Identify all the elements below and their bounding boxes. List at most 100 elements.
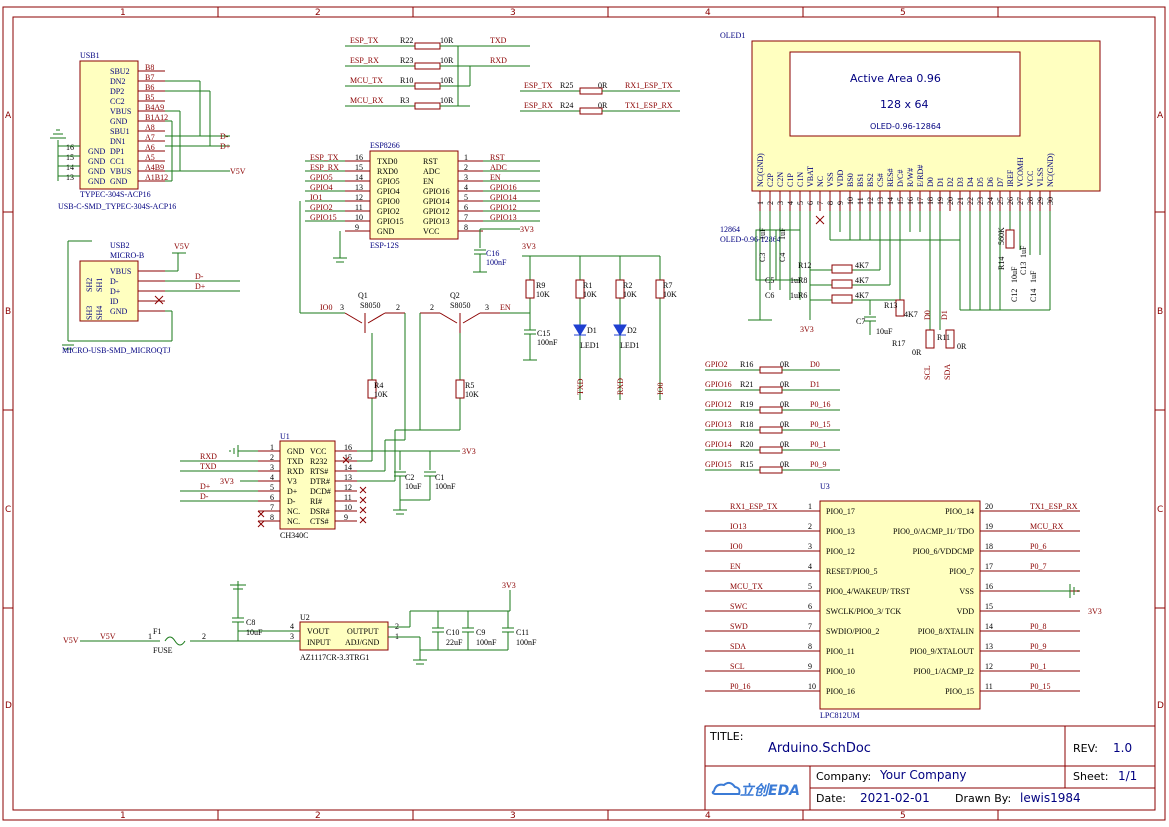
oled-net-d1: D1 [940,310,949,320]
no-connect-mark [359,516,367,524]
esp-pin-left-label: GPIO15 [377,217,404,226]
lpc-pin-right-label: PIO0_9/XTALOUT [910,647,974,656]
oled-pin-label: D7 [996,177,1005,187]
oled-part-val: 0R [957,342,967,351]
lpc-net-right: P0_1 [1030,662,1046,671]
oled-part-val: 1uF [1019,245,1028,258]
f1-val: FUSE [153,646,173,655]
oled-pin-number: 20 [946,197,955,205]
led-resistor [615,279,625,299]
esp-pin-left-number: 9 [355,223,359,232]
usb2-sh3: SH3 [85,306,94,320]
rbank-net-right: TXD [490,36,507,45]
oled-pin-number: 10 [846,197,855,205]
ch340-pin-left-number: 4 [270,473,274,482]
lpc-pin-right-label: PIO0_7 [949,567,974,576]
esplink-val: 0R [598,101,608,110]
ch340-pin-right-label: R232 [310,457,327,466]
rbank-net-left: MCU_TX [350,76,383,85]
oled-part-ref: C14 [1029,289,1038,302]
oled-pin-number: 7 [816,201,825,205]
lpc-pin-right-number: 19 [985,522,993,531]
esp-net-left: GPIO5 [310,173,333,182]
r9-val: 10K [536,290,550,299]
c15-ref: C15 [537,329,550,338]
lpc-net-left: MCU_TX [730,582,763,591]
esp-pin-left-number: 15 [355,163,363,172]
oled-pin-number: 28 [1026,197,1035,205]
usb1-pin-number: B5 [145,93,154,102]
q2-ref: Q2 [450,291,460,300]
c16-val: 100nF [486,258,507,267]
ch340-pin-left-label: TXD [287,457,304,466]
lpc-pin-right-label: VDD [957,607,975,616]
zone-top-5: 5 [900,8,906,18]
f1-pin1: 1 [148,632,152,641]
esp-pin-right-label: GPIO14 [423,197,450,206]
oled-pin-number: 27 [1016,197,1025,205]
usb1-gnd-label: GND [88,147,106,156]
gpio-net: GPIO16 [705,380,732,389]
ch340-pin-right-number: 9 [344,513,348,522]
gpio-resistor [759,406,783,414]
zone-right-d: D [1157,701,1164,711]
oled-pin-label: D4 [966,177,975,187]
no-connect-mark [359,506,367,514]
oled-net-sda: SDA [943,364,952,380]
rbank-val: 10R [440,36,454,45]
gpio-net: GPIO13 [705,420,732,429]
rbank-resistor [414,62,441,70]
c2-val: 10uF [405,482,422,491]
gpio-val: 0R [780,420,790,429]
oled-area-label: Active Area 0.96 [850,72,941,85]
ch340-pin-left-label: GND [287,447,305,456]
lpc-net-right: TX1_ESP_RX [1030,502,1078,511]
gpio-ref: R15 [740,460,753,469]
esp-pin-right-number: 5 [464,193,468,202]
gpio-resistor [759,386,783,394]
usb1-gnd-number: 16 [66,143,74,152]
power-regulator[interactable]: U2 VOUT INPUT OUTPUT ADJ/GND 4 3 2 1 AZ1… [63,581,537,665]
gpio-out: P0_1 [810,440,826,449]
oled-pin-number: 3 [776,201,785,205]
oled-part-ref: R12 [798,261,811,270]
zone-top-4: 4 [705,8,711,18]
led-diode-ref: D1 [587,326,597,335]
esplink-ref: R25 [560,81,573,90]
gpio-ref: R20 [740,440,753,449]
usb1-net-dminus: D- [220,132,229,141]
sheet-frame: 1 2 3 4 5 1 2 3 4 5 A B C D A B C D [2,6,1166,821]
rbank-val: 10R [440,96,454,105]
rbank-ref: R3 [400,96,409,105]
lpc-pin-right-label: PIO0_6/VDDCMP [913,547,975,556]
led-diode-ref: D2 [627,326,637,335]
esp-pin-right-number: 3 [464,173,468,182]
oled-pin-number: 29 [1036,197,1045,205]
usb2-pin-label: D+ [110,287,121,296]
ch340-pin-left-label: NC. [287,517,300,526]
led-resistor-val: 10K [623,290,637,299]
ch340-pin-left-label: V3 [287,477,297,486]
esp-net-left: ESP_RX [310,163,339,172]
ch340-net-3v3: 3V3 [220,477,234,486]
usb1-pin-number: A7 [145,133,155,142]
oled-display[interactable]: OLED1 Active Area 0.96 128 x 64 OLED-0.9… [720,31,1101,380]
usb2-pin-label: D- [110,277,119,286]
drawn-label: Drawn By: [955,792,1011,805]
gpio-val: 0R [780,360,790,369]
lpc-pin-left-number: 1 [808,502,812,511]
oled-resolution: 128 x 64 [880,98,929,111]
lpc-pin-right-number: 13 [985,642,993,651]
esp-pin-right-label: GPIO16 [423,187,450,196]
esp-pin-right-number: 1 [464,153,468,162]
q1-pin3: 3 [340,303,344,312]
rbank-net-left: ESP_RX [350,56,379,65]
usb1-pin-number: B7 [145,73,154,82]
rbank-net-left: ESP_TX [350,36,379,45]
